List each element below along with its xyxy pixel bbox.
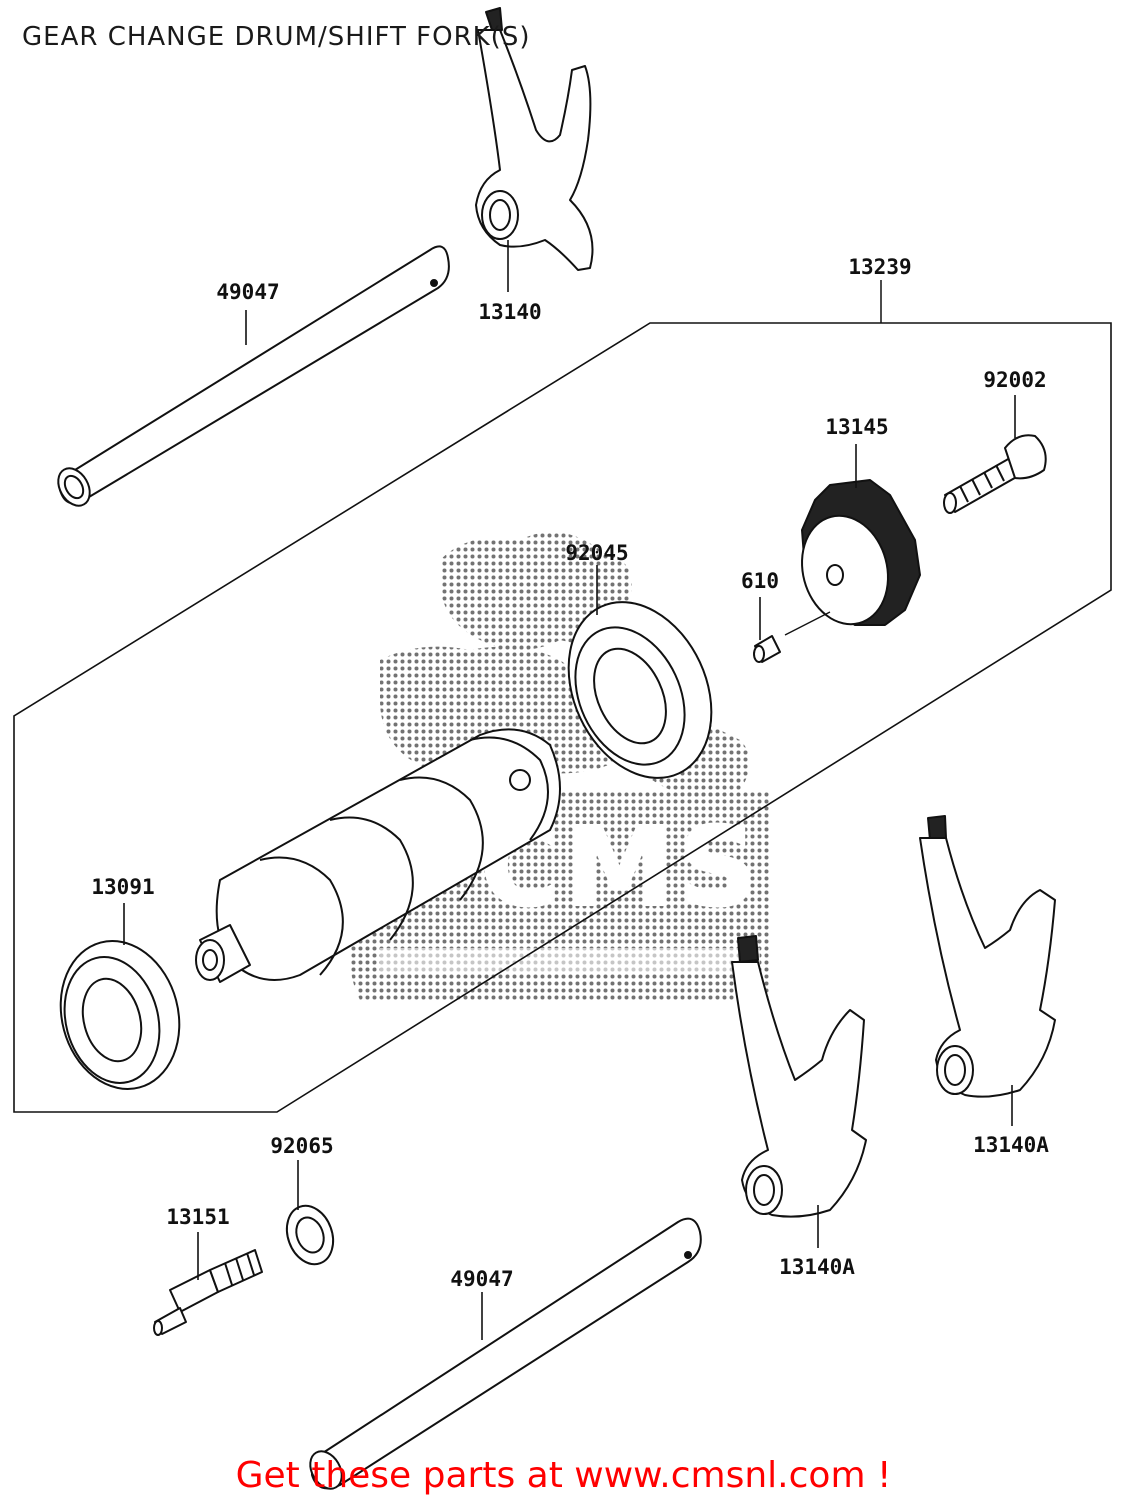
pin: [753, 611, 831, 663]
bearing: [567, 601, 713, 779]
washer: [285, 1204, 335, 1266]
label-shaft-bottom[interactable]: 49047: [450, 1267, 514, 1291]
label-drum-bearing[interactable]: 13091: [91, 875, 155, 899]
label-bearing[interactable]: 92045: [565, 541, 629, 565]
bolt: [943, 434, 1047, 514]
label-bolt[interactable]: 92002: [983, 368, 1047, 392]
drum-bearing: [59, 940, 181, 1090]
shift-fork-bottom: [731, 935, 867, 1218]
label-shaft-top[interactable]: 49047: [216, 280, 280, 304]
shaft-bottom: [309, 1217, 702, 1490]
label-neutral-switch[interactable]: 13151: [166, 1205, 230, 1229]
watermark-logo: CMS: [350, 532, 770, 1000]
footer-link[interactable]: Get these parts at www.cmsnl.com !: [235, 1455, 892, 1496]
leader-lines: [123, 240, 1016, 1340]
drum-plate: [801, 479, 921, 626]
shaft-top: [57, 245, 450, 507]
diagram-title: GEAR CHANGE DRUM/SHIFT FORK(S): [22, 22, 531, 52]
assembly-boundary: [13, 322, 1112, 1113]
label-fork-top[interactable]: 13140: [478, 300, 542, 324]
label-fork-right[interactable]: 13140A: [973, 1133, 1049, 1157]
label-assembly[interactable]: 13239: [848, 255, 912, 279]
label-pin[interactable]: 610: [741, 569, 779, 593]
neutral-switch: [153, 1249, 263, 1336]
shift-fork-right: [919, 815, 1056, 1098]
shift-drum: [195, 728, 561, 983]
label-drum-plate[interactable]: 13145: [825, 415, 889, 439]
shift-fork-top: [475, 7, 594, 271]
label-washer[interactable]: 92065: [270, 1134, 334, 1158]
label-fork-bottom[interactable]: 13140A: [779, 1255, 855, 1279]
